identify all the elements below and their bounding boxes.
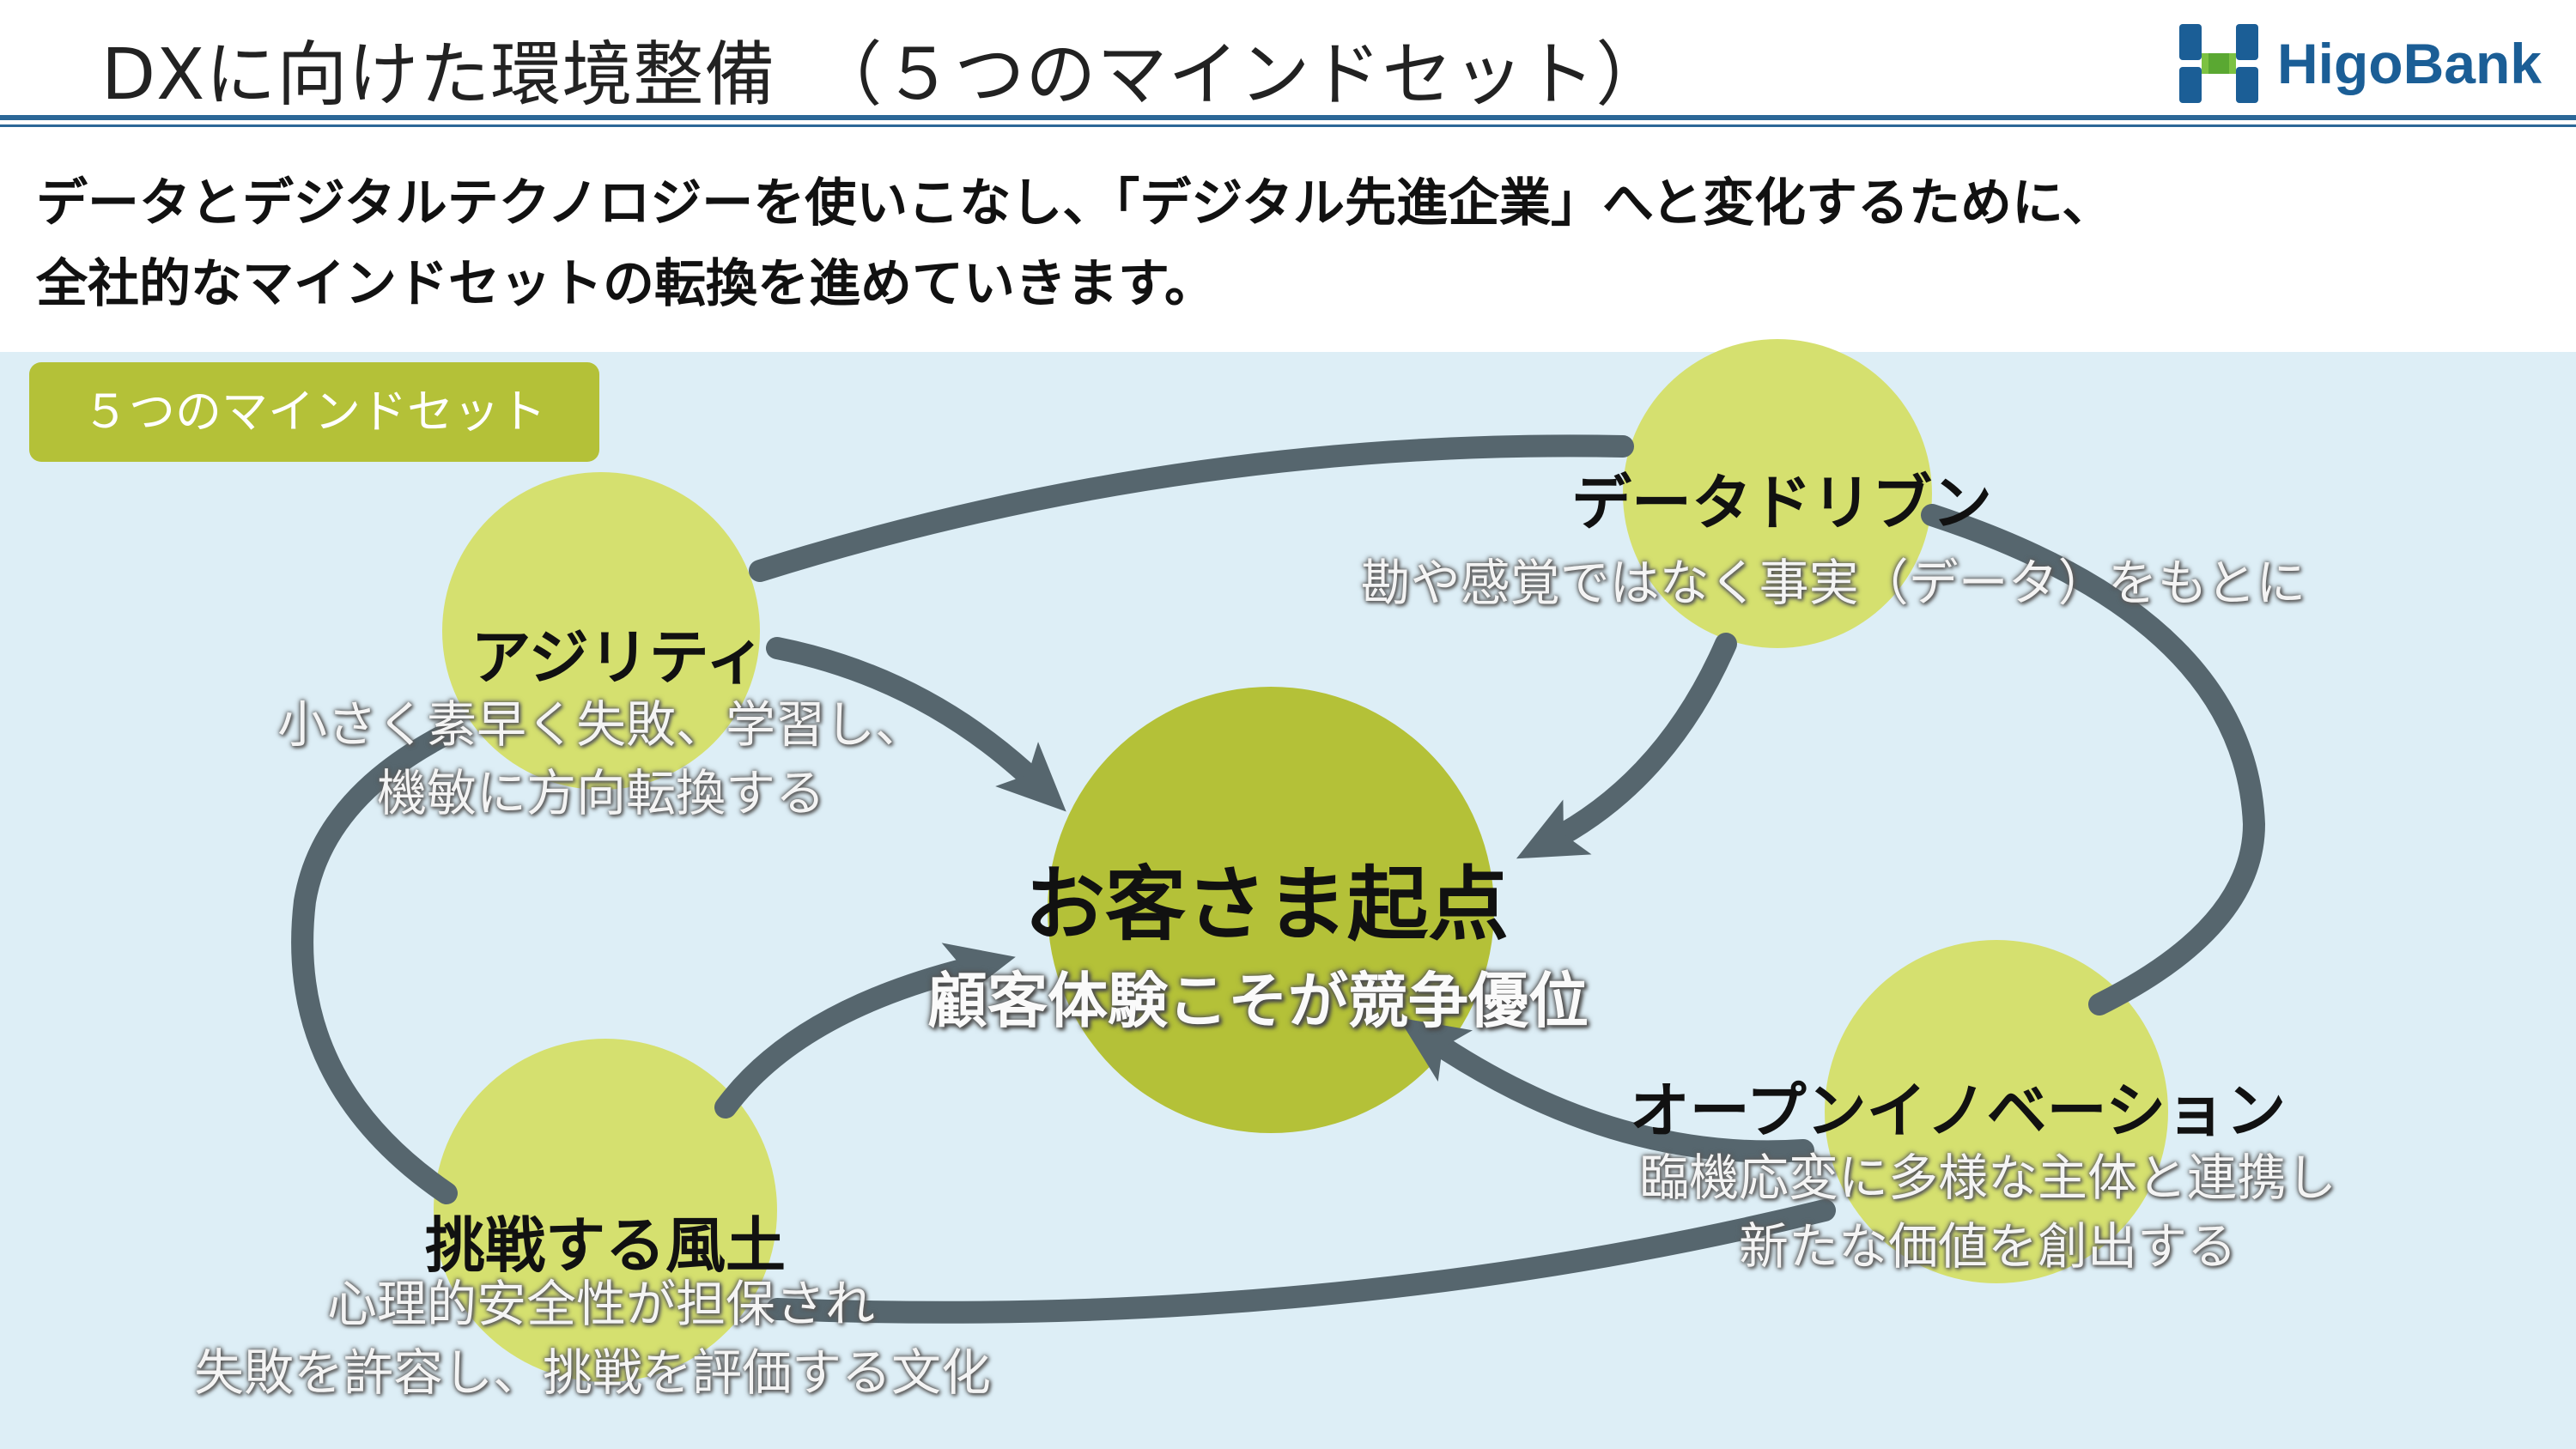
logo-text: HigoBank xyxy=(2276,32,2542,95)
agility-circle xyxy=(442,472,760,790)
open-innovation-desc-line-2: 新たな価値を創出する xyxy=(1738,1217,2238,1276)
lead-text: データとデジタルテクノロジーを使いこなし、「デジタル先進企業」へと変化するために… xyxy=(36,163,2113,324)
open-innovation-title: オープンイノベーション xyxy=(1629,1076,2287,1146)
cycle-arrow-data-to-open-innovation xyxy=(1921,504,2266,1016)
arrow-agility-to-center xyxy=(766,637,1066,812)
cycle-arrow-challenge-to-agility xyxy=(291,723,458,1204)
lead-line-2: 全社的なマインドセットの転換を進めていきます。 xyxy=(36,254,1216,314)
cycle-arrow-agility-to-data xyxy=(749,434,1634,582)
higobank-logo-icon xyxy=(2178,24,2258,103)
challenge-circle xyxy=(434,1039,777,1382)
page-title: DXに向けた環境整備 （５つのマインドセット） xyxy=(101,34,1668,116)
title-divider-thin xyxy=(0,124,2576,127)
data-driven-desc: 勘や感覚ではなく事実（データ）をもとに xyxy=(1360,554,2306,612)
center-circle xyxy=(1048,687,1494,1133)
open-innovation-desc-line-1: 臨機応変に多様な主体と連携し xyxy=(1638,1149,2337,1207)
section-tag: ５つのマインドセット xyxy=(29,362,599,462)
open-innovation-circle xyxy=(1825,940,2168,1283)
center-subtitle: 顧客体験こそが競争優位 xyxy=(927,966,1589,1036)
agility-title: アジリティ xyxy=(471,622,766,693)
arrow-open-innovation-to-center xyxy=(1398,1017,1814,1163)
company-logo: HigoBank xyxy=(2176,21,2542,106)
challenge-desc-line-2: 失敗を許容し、挑戦を評価する文化 xyxy=(193,1343,992,1402)
data-driven-title: データドリブン xyxy=(1571,468,1992,538)
lead-line-1: データとデジタルテクノロジーを使いこなし、「デジタル先進企業」へと変化するために… xyxy=(36,173,2114,233)
title-divider xyxy=(0,115,2576,120)
center-title: お客さま起点 xyxy=(1024,858,1510,952)
challenge-title: 挑戦する風土 xyxy=(425,1210,786,1281)
arrow-challenge-to-center xyxy=(714,943,1016,1119)
cycle-arrow-open-innovation-to-challenge xyxy=(766,1199,1836,1324)
agility-desc-line-2: 機敏に方向転換する xyxy=(376,764,826,822)
arrow-data-driven-to-center xyxy=(1516,633,1737,859)
data-driven-circle xyxy=(1623,339,1932,648)
agility-desc-line-1: 小さく素早く失敗、学習し、 xyxy=(276,695,926,754)
challenge-desc-line-1: 心理的安全性が担保され xyxy=(326,1275,876,1333)
